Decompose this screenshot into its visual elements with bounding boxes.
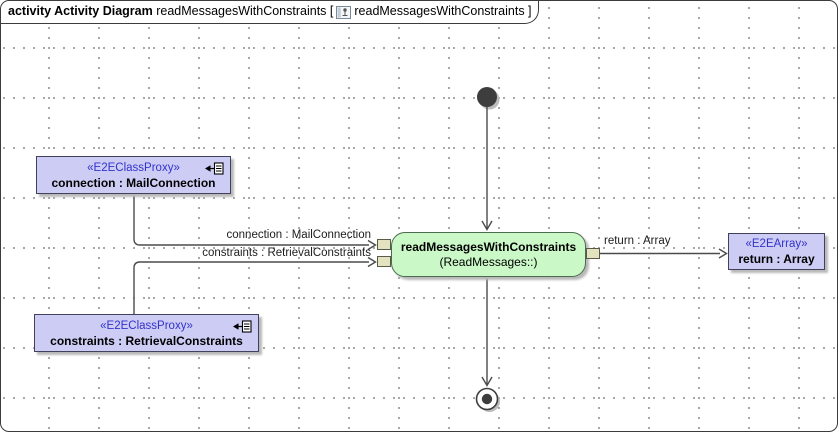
- object-node-constraints[interactable]: «E2EClassProxy» constraints : RetrievalC…: [34, 314, 259, 352]
- diagram-kind-label: activity Activity Diagram: [8, 4, 153, 18]
- stereotype-label: «E2EClassProxy»: [100, 319, 193, 332]
- action-node-readmessages[interactable]: readMessagesWithConstraints (ReadMessage…: [391, 232, 586, 277]
- object-node-connection[interactable]: «E2EClassProxy» connection : MailConnect…: [36, 156, 231, 194]
- diagram-context-label: readMessagesWithConstraints ]: [354, 4, 532, 18]
- input-pin-connection[interactable]: [377, 239, 391, 250]
- control-flow-initial-to-action[interactable]: [481, 107, 493, 231]
- object-name-label: connection : MailConnection: [51, 175, 216, 190]
- input-pin-constraints[interactable]: [377, 256, 391, 267]
- diagram-name-label: readMessagesWithConstraints [: [152, 4, 334, 18]
- activity-diagram-icon: [336, 5, 352, 19]
- arrowhead-down-icon: [481, 376, 493, 387]
- edge-label-return[interactable]: return : Array: [604, 235, 671, 247]
- edge-label-constraints[interactable]: constraints : RetrievalConstraints: [202, 247, 371, 259]
- object-flow-connection[interactable]: [133, 194, 377, 251]
- action-qualifier-label: (ReadMessages::): [439, 254, 538, 269]
- edge-label-connection[interactable]: connection : MailConnection: [226, 229, 371, 241]
- object-flow-constraints[interactable]: [133, 256, 377, 315]
- object-name-label: constraints : RetrievalConstraints: [50, 333, 243, 348]
- arrowhead-right-icon: [367, 239, 377, 251]
- object-node-return-array[interactable]: «E2EArray» return : Array: [728, 233, 825, 270]
- arrowhead-right-icon: [718, 248, 728, 259]
- arrowhead-down-icon: [481, 220, 493, 231]
- stereotype-label: «E2EClassProxy»: [87, 161, 180, 174]
- activity-final-node[interactable]: [475, 387, 499, 411]
- arrowhead-right-icon: [367, 256, 377, 268]
- stereotype-label: «E2EArray»: [745, 238, 808, 250]
- initial-node[interactable]: [477, 87, 497, 107]
- diagram-frame-header[interactable]: activity Activity Diagram readMessagesWi…: [1, 1, 539, 24]
- proxy-link-icon: [232, 320, 252, 333]
- object-name-label: return : Array: [738, 252, 815, 266]
- object-flow-return[interactable]: [600, 248, 728, 259]
- action-name-label: readMessagesWithConstraints: [400, 239, 577, 254]
- output-pin-return[interactable]: [586, 248, 600, 259]
- proxy-link-icon: [204, 162, 224, 175]
- control-flow-action-to-final[interactable]: [481, 277, 493, 387]
